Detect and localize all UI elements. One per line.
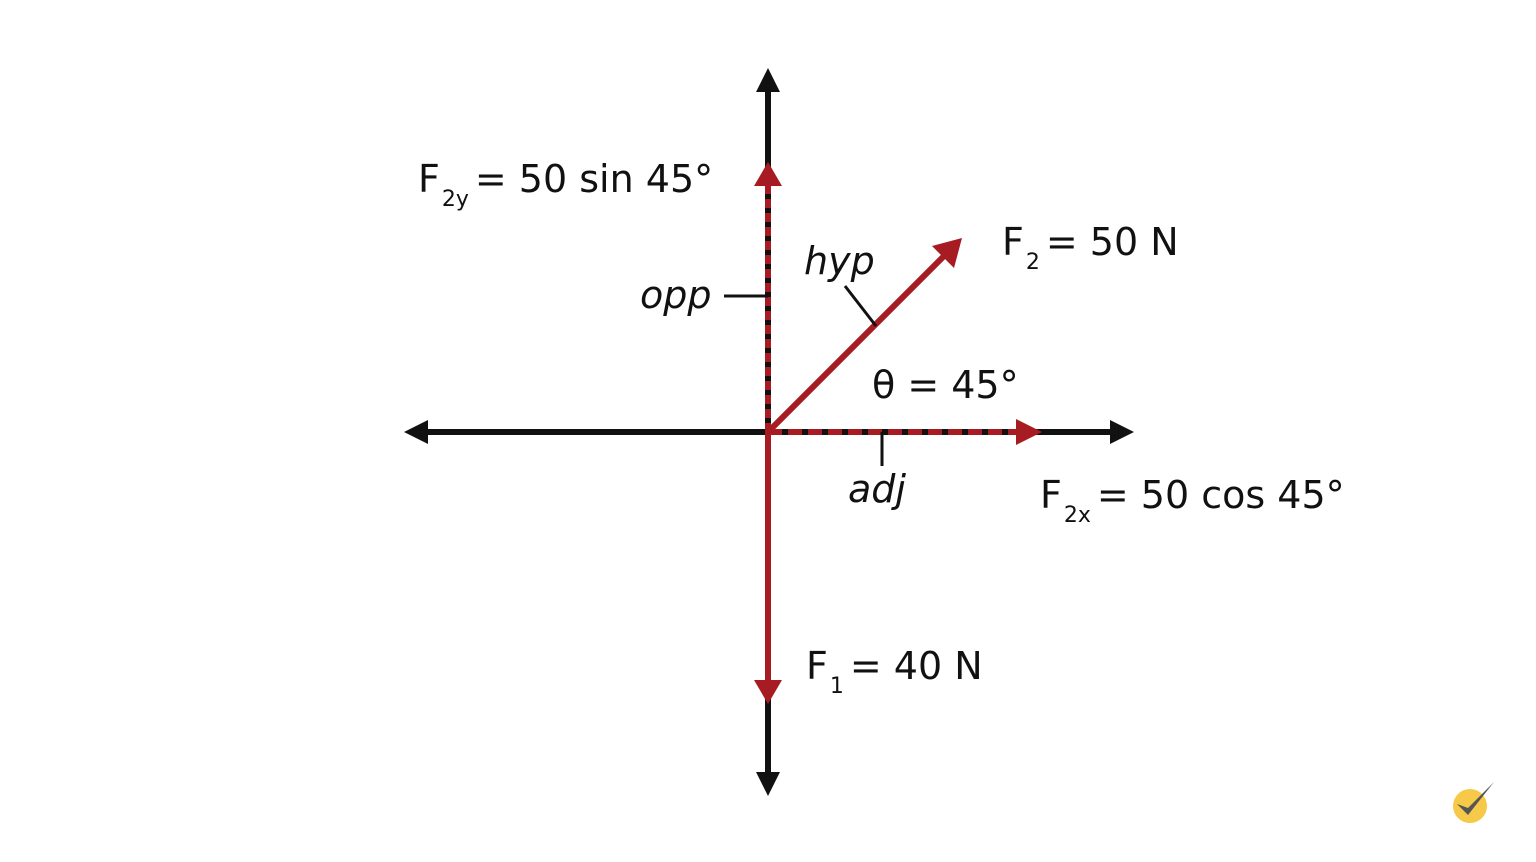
y-axis-bottom-arrow-icon xyxy=(756,772,780,796)
x-axis-left-arrow-icon xyxy=(404,420,428,444)
f2y-arrowhead-icon xyxy=(754,162,782,186)
f1-arrowhead-icon xyxy=(754,680,782,704)
f2-vector xyxy=(765,238,962,435)
y-axis-top-arrow-icon xyxy=(756,68,780,92)
hyp-label: hyp xyxy=(804,239,875,283)
f2-label: F2= 50 N xyxy=(1002,220,1179,275)
checkmark-badge-icon xyxy=(1453,782,1494,823)
opp-label: opp xyxy=(640,273,712,317)
f2x-label: F2x= 50 cos 45° xyxy=(1040,473,1345,528)
hyp-leader xyxy=(843,285,878,327)
f2y-vector xyxy=(754,162,782,432)
adj-label: adj xyxy=(848,467,906,511)
theta-label: θ = 45° xyxy=(872,363,1019,407)
f2-arrowhead-icon xyxy=(932,238,962,268)
f2x-vector xyxy=(768,419,1042,445)
f2x-arrowhead-icon xyxy=(1016,419,1042,445)
f2y-label: F2y= 50 sin 45° xyxy=(418,157,714,212)
x-axis-right-arrow-icon xyxy=(1110,420,1134,444)
f1-vector xyxy=(754,432,782,704)
leader-lines xyxy=(724,285,884,466)
f1-label: F1= 40 N xyxy=(806,644,983,699)
